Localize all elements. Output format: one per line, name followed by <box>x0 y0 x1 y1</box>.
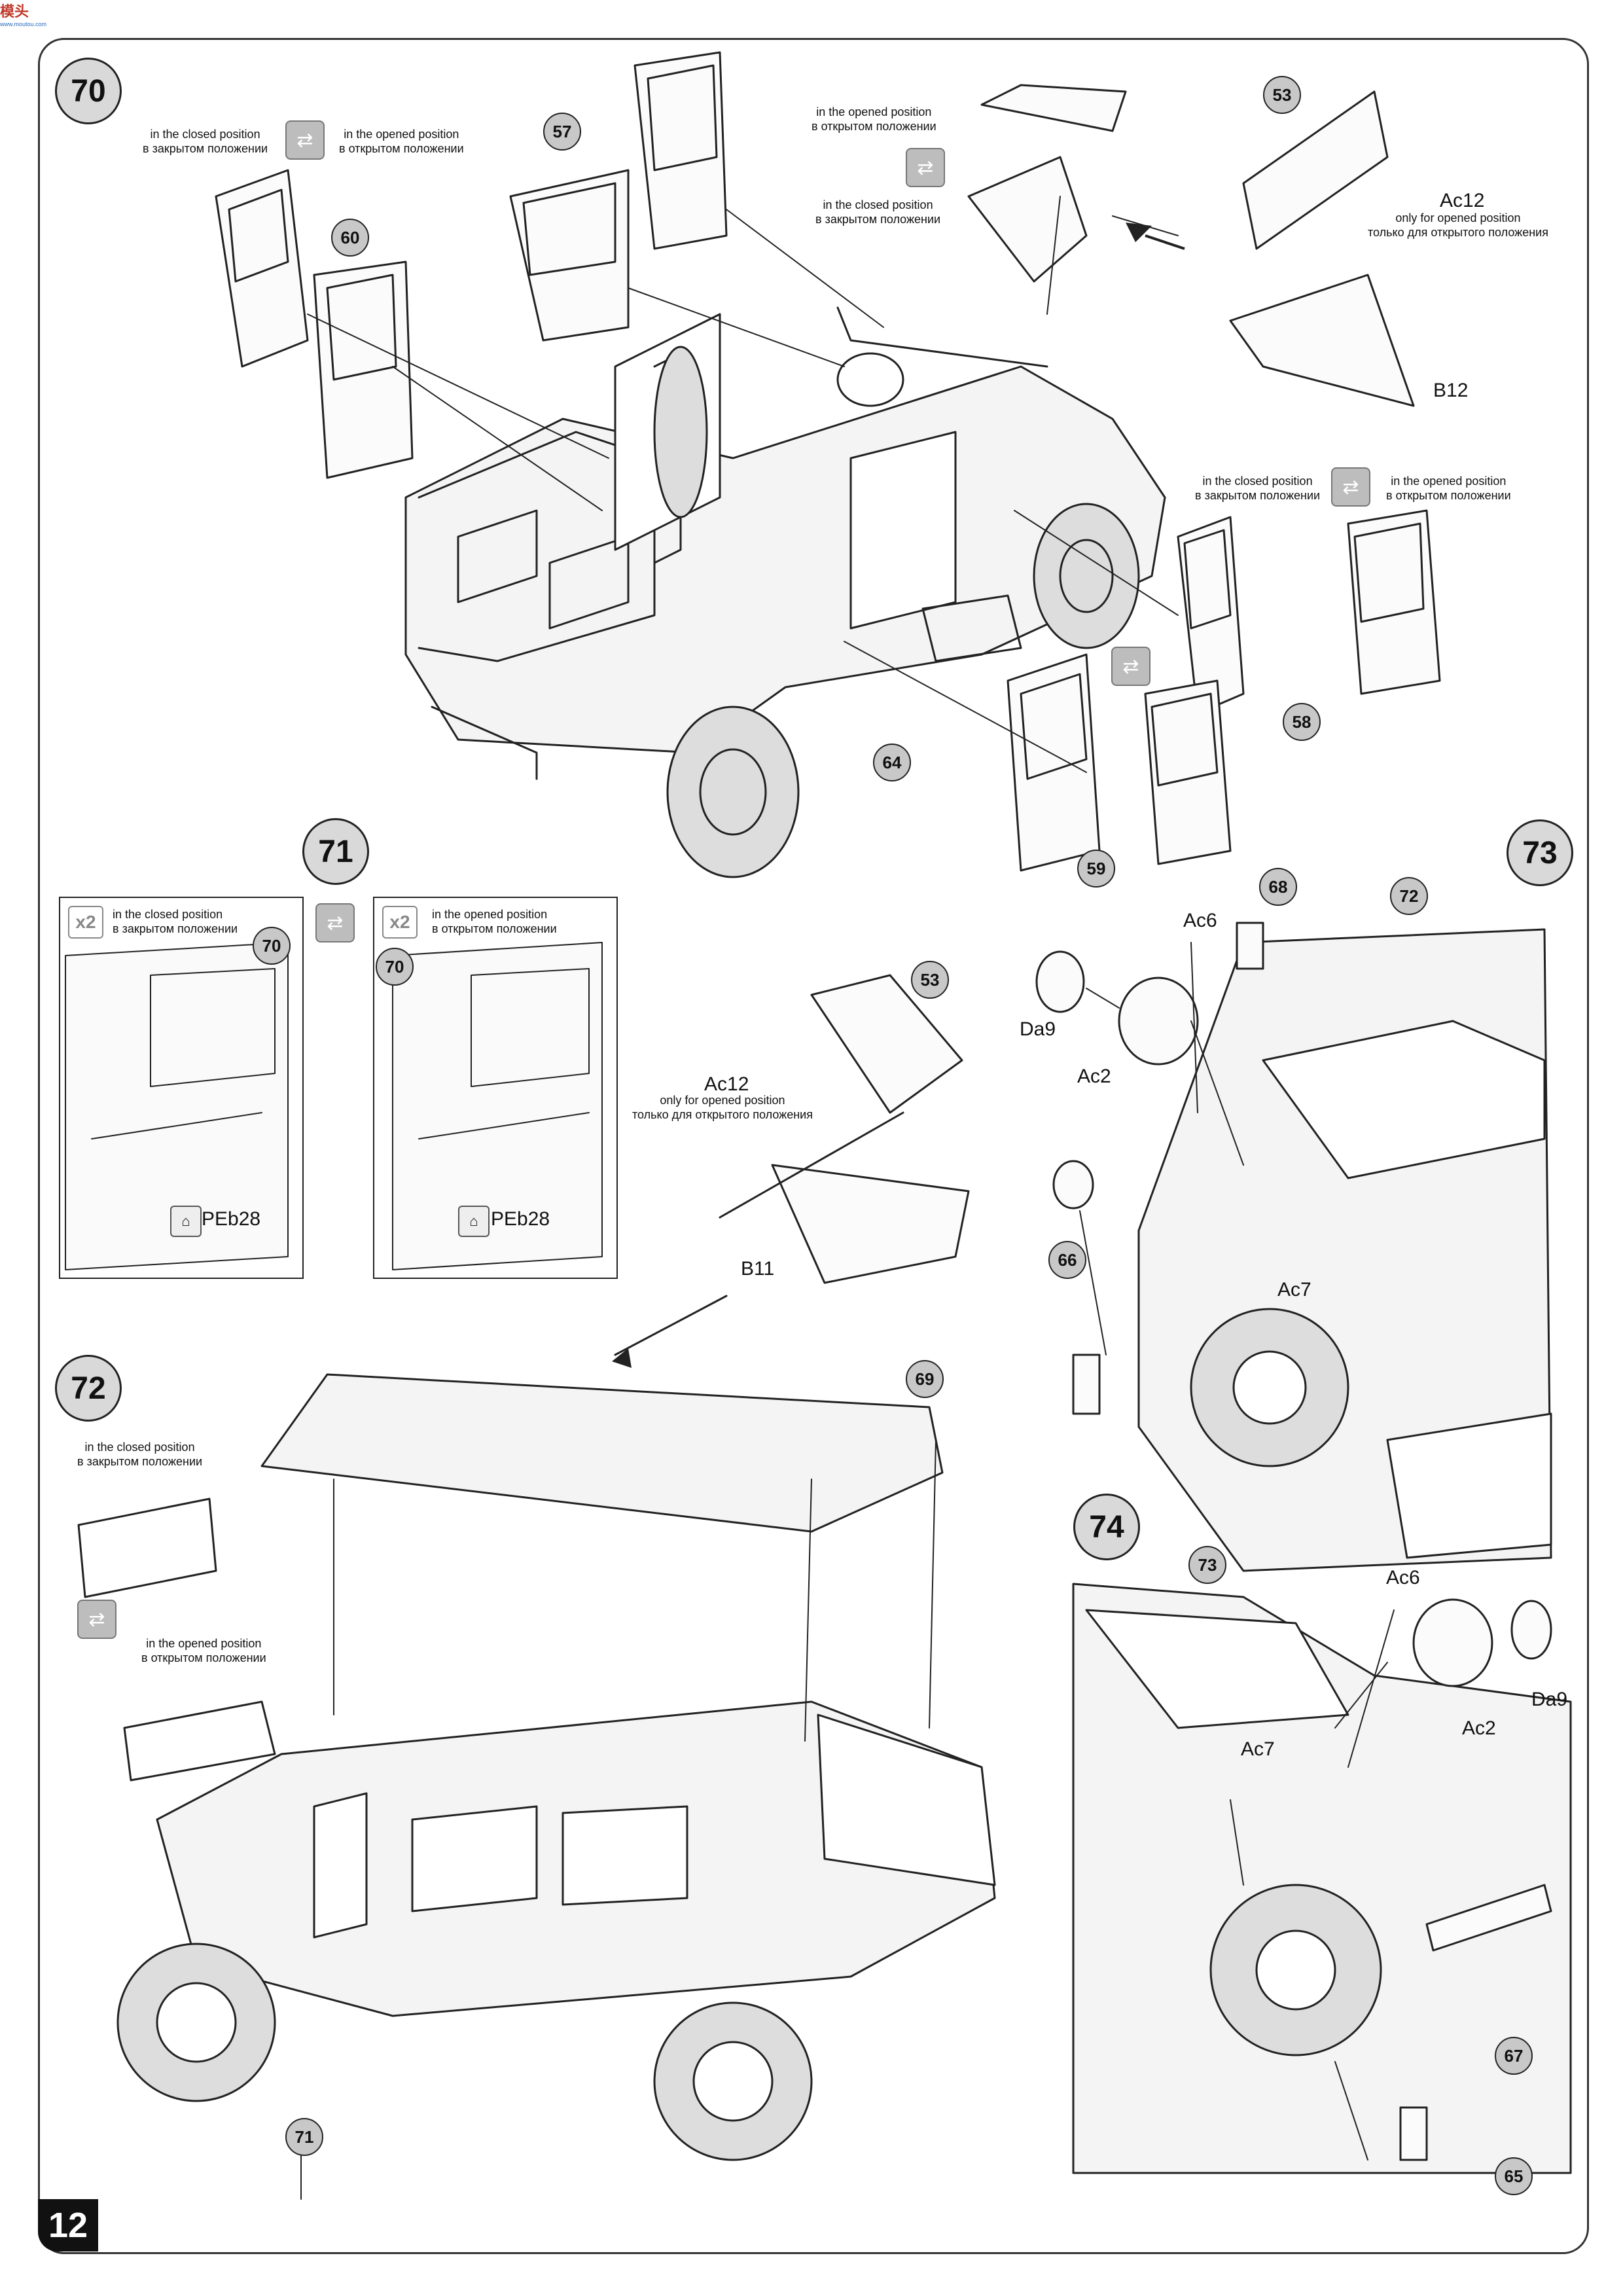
callout-53-step71: 53 <box>911 961 949 999</box>
note-closed-71: in the closed position в закрытом положе… <box>113 908 238 935</box>
part-label-ac2-step74: Ac2 <box>1462 1717 1496 1739</box>
part-label-b12: B12 <box>1433 380 1469 401</box>
step-73-badge: 73 <box>1507 819 1573 886</box>
part-label-da9-step74: Da9 <box>1531 1689 1568 1710</box>
callout-69: 69 <box>906 1360 944 1398</box>
note-closed-70-bonnet: in the closed position в закрытом положе… <box>815 198 941 226</box>
callout-71: 71 <box>285 2118 323 2156</box>
leader-lines-step70 <box>307 196 1179 773</box>
leader-lines-step73 <box>1079 942 1244 1355</box>
note-opened-71: in the opened position в открытом положе… <box>432 908 557 935</box>
multiplier-badge-closed: x2 <box>68 906 103 939</box>
part-label-b11: B11 <box>741 1258 775 1280</box>
note-closed-70-left: in the closed position в закрытом положе… <box>143 128 268 155</box>
part-label-ac6-step73: Ac6 <box>1183 910 1217 931</box>
callout-58: 58 <box>1283 703 1321 741</box>
part-label-ac7-step73: Ac7 <box>1277 1279 1311 1300</box>
callout-70-closed: 70 <box>253 927 291 965</box>
headlight-parts-step73 <box>1035 922 1264 1415</box>
page-number: 12 <box>38 2199 98 2251</box>
step-74-badge: 74 <box>1073 1494 1140 1560</box>
swap-arrows-icon: ⇄ <box>315 903 355 942</box>
callout-67: 67 <box>1495 2037 1533 2075</box>
note-closed-72: in the closed position в закрытом положе… <box>77 1441 203 1468</box>
part-label-ac12: Ac12 <box>1440 190 1485 211</box>
part-label-peb28-closed: PEb28 <box>202 1208 261 1230</box>
callout-53: 53 <box>1263 76 1301 114</box>
note-only-opened-71: only for opened position только для откр… <box>632 1094 813 1121</box>
windshield-parts-step71 <box>719 974 970 1284</box>
swap-arrows-icon: ⇄ <box>77 1600 116 1639</box>
callout-65: 65 <box>1495 2157 1533 2195</box>
note-opened-70-bonnet: in the opened position в открытом положе… <box>812 105 936 133</box>
part-label-ac6-step74: Ac6 <box>1386 1567 1420 1588</box>
callout-72: 72 <box>1390 877 1428 915</box>
step-71-badge: 71 <box>302 818 369 885</box>
step-72-badge: 72 <box>55 1355 122 1422</box>
step-70-badge: 70 <box>55 58 122 124</box>
note-only-opened-70: only for opened position только для откр… <box>1368 211 1548 239</box>
part-label-ac2-step73: Ac2 <box>1077 1066 1111 1087</box>
bonnet-parts-step70 <box>967 84 1415 407</box>
swap-arrows-icon: ⇄ <box>906 148 945 187</box>
wheels-step72 <box>116 1943 813 2161</box>
part-label-peb28-opened: PEb28 <box>491 1208 550 1230</box>
headlight-parts-step74 <box>1399 1598 1552 2161</box>
leader-lines-step74 <box>1230 1609 1395 2161</box>
part-label-ac12-step71: Ac12 <box>704 1073 749 1095</box>
vehicle-body-step72 <box>77 1373 996 2017</box>
brand-logo: 模头 www.moutou.com <box>0 0 52 27</box>
multiplier-badge-opened: x2 <box>382 906 418 939</box>
inset-opened-position <box>373 897 618 1279</box>
callout-59: 59 <box>1077 850 1115 888</box>
callout-68: 68 <box>1259 868 1297 906</box>
swap-arrows-icon: ⇄ <box>1111 647 1150 686</box>
swap-arrows-icon: ⇄ <box>285 120 325 160</box>
callout-64: 64 <box>873 744 911 781</box>
brand-logo-url: www.moutou.com <box>0 21 47 27</box>
part-label-ac7-step74: Ac7 <box>1241 1738 1275 1760</box>
callout-66: 66 <box>1048 1241 1086 1279</box>
part-label-da9-step73: Da9 <box>1020 1018 1056 1040</box>
callout-60: 60 <box>331 219 369 257</box>
callout-70-opened: 70 <box>376 948 414 986</box>
photo-etch-icon: ⌂ <box>170 1206 202 1237</box>
note-opened-70-left: in the opened position в открытом положе… <box>339 128 464 155</box>
brand-logo-text: 模头 <box>0 3 29 20</box>
vehicle-body-step70 <box>404 306 1166 878</box>
vehicle-front-step74 <box>1072 1583 1572 2174</box>
inset-drawings-step71 <box>65 942 603 1270</box>
swap-arrows-icon: ⇄ <box>1331 467 1370 507</box>
door-parts-step70 <box>215 51 1441 872</box>
photo-etch-icon: ⌂ <box>458 1206 490 1237</box>
page-frame <box>38 38 1589 2254</box>
callout-57: 57 <box>543 113 581 151</box>
note-opened-72: in the opened position в открытом положе… <box>141 1637 266 1664</box>
callout-73: 73 <box>1188 1546 1226 1584</box>
inset-closed-position <box>59 897 304 1279</box>
vehicle-front-step73 <box>1137 928 1552 1572</box>
note-opened-70-right: in the opened position в открытом положе… <box>1386 475 1511 502</box>
note-closed-70-right: in the closed position в закрытом положе… <box>1195 475 1321 502</box>
